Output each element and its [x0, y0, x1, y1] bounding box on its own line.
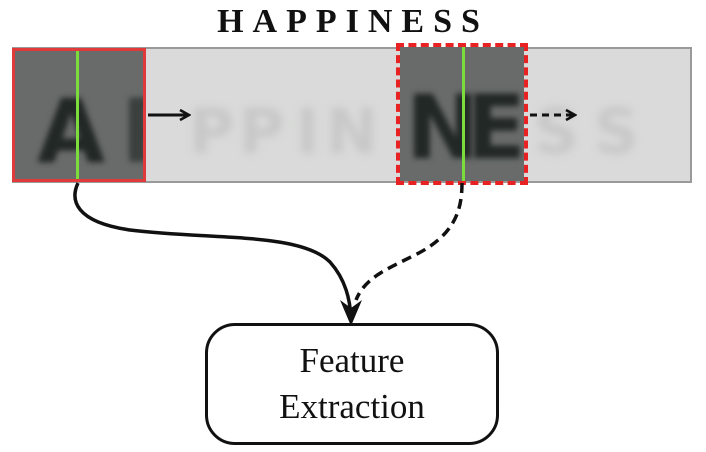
window-1-frame [12, 48, 146, 182]
strip-letter-s1: S [534, 95, 579, 168]
feature-extraction-line-1: Feature [299, 341, 405, 380]
word-title: HAPPINESS [217, 3, 489, 40]
strip-letter-p1: P [189, 95, 235, 168]
window-2-letter-n: N [406, 76, 480, 179]
window-2-center-line [462, 47, 465, 181]
feature-extraction-line-2: Extraction [279, 387, 425, 426]
strip-letter-n: N [326, 95, 378, 168]
window-1-center-line [76, 51, 79, 179]
strip-letter-i: I [296, 95, 320, 168]
feature-extraction-box: Feature Extraction [205, 323, 499, 445]
strip-letter-s2: S [594, 95, 639, 168]
window-1-next-letter: P [121, 87, 143, 177]
strip-letter-p2: P [239, 95, 285, 168]
window-2-to-feature-arrow [354, 182, 464, 301]
sliding-window-1: A P [15, 51, 143, 179]
merge-arrowhead-icon [340, 300, 362, 326]
window-1-to-feature-arrow [73, 182, 353, 319]
window-1-letter: A [37, 80, 106, 179]
blurred-word-text: P P I N S S [14, 49, 690, 181]
window-2-letter-e: E [466, 76, 524, 179]
